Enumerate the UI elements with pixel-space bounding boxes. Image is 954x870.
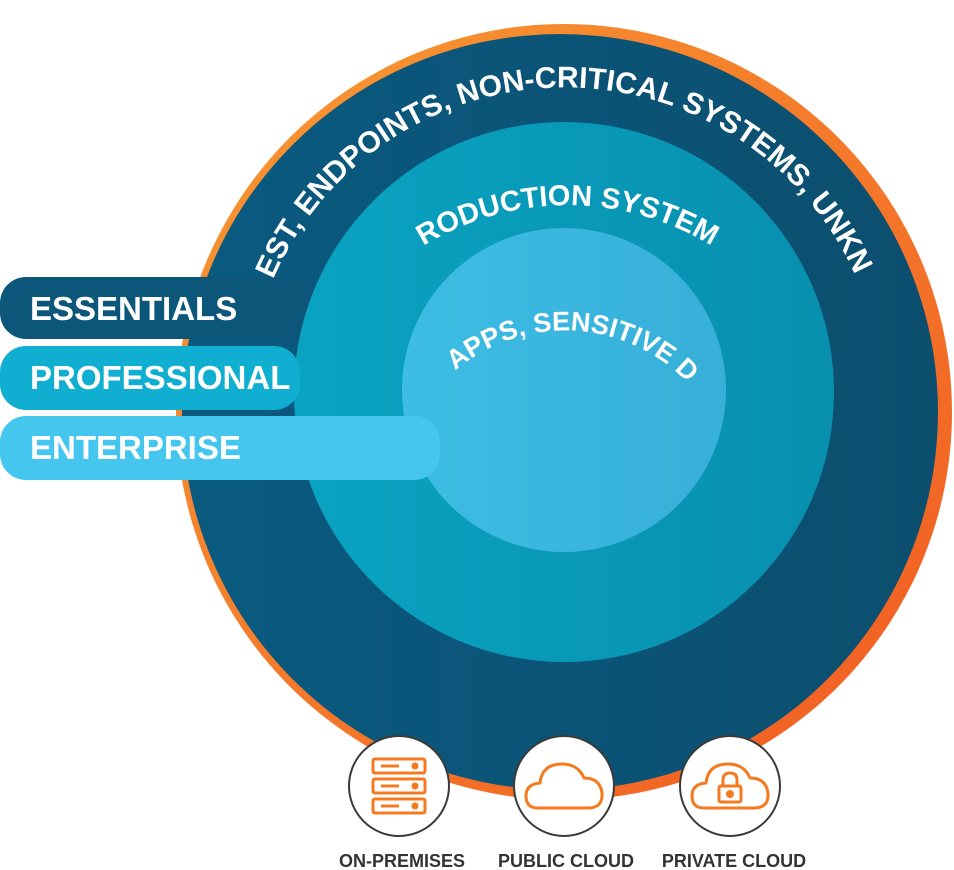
tier-professional-label: PROFESSIONAL [30, 359, 290, 396]
private-cloud-badge[interactable] [679, 735, 781, 837]
cloud-icon [524, 762, 604, 810]
server-rack-icon [371, 757, 427, 815]
tier-essentials-tab[interactable] [0, 277, 320, 339]
inner-ring [402, 228, 726, 552]
on-premises-badge[interactable] [348, 735, 450, 837]
cloud-lock-icon [690, 762, 770, 810]
public-cloud-label: PUBLIC CLOUD [498, 851, 634, 870]
public-cloud-badge[interactable] [513, 735, 615, 837]
private-cloud-label: PRIVATE CLOUD [662, 851, 806, 870]
tier-enterprise-label: ENTERPRISE [30, 429, 241, 466]
tier-professional-tab[interactable] [0, 346, 300, 410]
tier-enterprise-tab[interactable] [0, 416, 440, 480]
tier-essentials-label: ESSENTIALS [30, 290, 237, 327]
on-premises-label: ON-PREMISES [339, 851, 465, 870]
